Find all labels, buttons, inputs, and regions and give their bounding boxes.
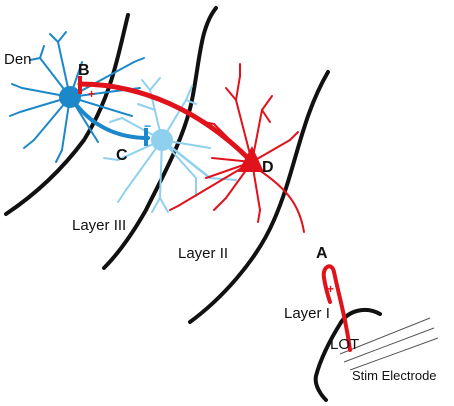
axon-d-to-b: [77, 81, 253, 163]
label-b: B: [78, 62, 90, 79]
label-d: D: [262, 159, 274, 176]
boundary-layer2-layer1: [188, 70, 330, 324]
label-lot: LOT: [330, 336, 360, 353]
stim-electrode: [339, 317, 439, 371]
projection-a: [321, 264, 352, 352]
label-plus-b: +: [88, 87, 96, 101]
interneuron-dark-soma: [59, 86, 81, 108]
projection-c: [72, 100, 150, 140]
label-layer-ii: Layer II: [178, 245, 229, 262]
label-c: C: [116, 147, 128, 164]
boundary-den-layer3: [4, 13, 130, 216]
label-layer-i: Layer I: [284, 305, 330, 322]
label-minus-c: −: [144, 119, 152, 133]
axon-d-descending: [255, 167, 305, 233]
boundary-layer3-layer2: [102, 6, 218, 270]
label-a: A: [316, 245, 328, 262]
label-den: Den: [4, 51, 32, 68]
label-layer-iii: Layer III: [72, 217, 127, 234]
pyramidal-neuron-soma: [238, 146, 264, 172]
interneuron-light-soma: [151, 129, 173, 151]
boundary-layer1-lot: [313, 307, 382, 402]
label-stim-electrode: Stim Electrode: [352, 368, 437, 383]
label-plus-a: +: [327, 282, 335, 296]
